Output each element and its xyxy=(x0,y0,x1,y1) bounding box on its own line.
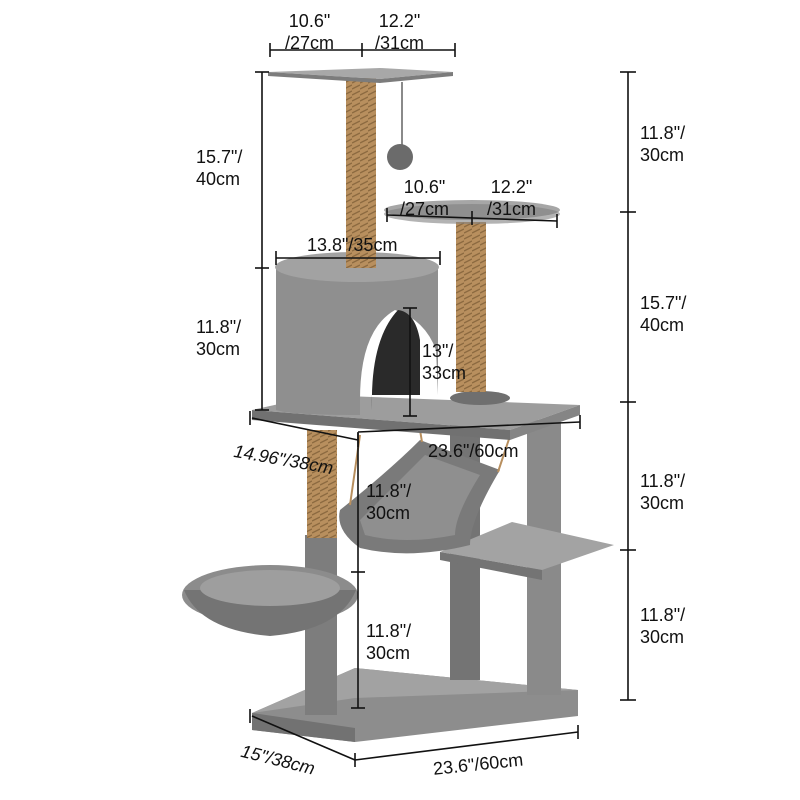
right-height-3-dim: 11.8"/ 30cm xyxy=(640,471,686,513)
hammock-height-dim: 11.8"/ 30cm xyxy=(366,481,412,523)
top-perch-left-dim: 10.6" /27cm xyxy=(285,11,335,53)
right-height-1-dim: 11.8"/ 30cm xyxy=(640,123,686,165)
condo-box xyxy=(275,252,439,415)
left-upper-height-dim: 15.7"/ 40cm xyxy=(196,147,243,189)
mid-perch-right-dim: 12.2" /31cm xyxy=(487,177,537,219)
tall-sisal-post xyxy=(456,222,486,392)
left-sisal-post xyxy=(307,430,337,538)
basket-bed xyxy=(182,565,358,636)
left-condo-height-dim: 11.8"/ 30cm xyxy=(196,317,242,359)
mid-perch-left-dim: 10.6" /27cm xyxy=(400,177,450,219)
dimension-lines xyxy=(249,43,636,767)
right-height-4-dim: 11.8"/ 30cm xyxy=(640,605,686,647)
top-perch-right-dim: 12.2" /31cm xyxy=(375,11,425,53)
toy-ball xyxy=(387,144,413,170)
step-platform xyxy=(440,522,614,580)
right-height-2-dim: 15.7"/ 40cm xyxy=(640,293,687,335)
condo-width-dim: 13.8"/35cm xyxy=(307,235,398,255)
top-sisal-post xyxy=(346,78,376,268)
lower-height-dim: 11.8"/ 30cm xyxy=(366,621,412,663)
condo-opening-dim: 13"/ 33cm xyxy=(422,341,467,383)
platform-width-dim: 23.6"/60cm xyxy=(428,441,519,461)
top-perch xyxy=(268,68,453,83)
